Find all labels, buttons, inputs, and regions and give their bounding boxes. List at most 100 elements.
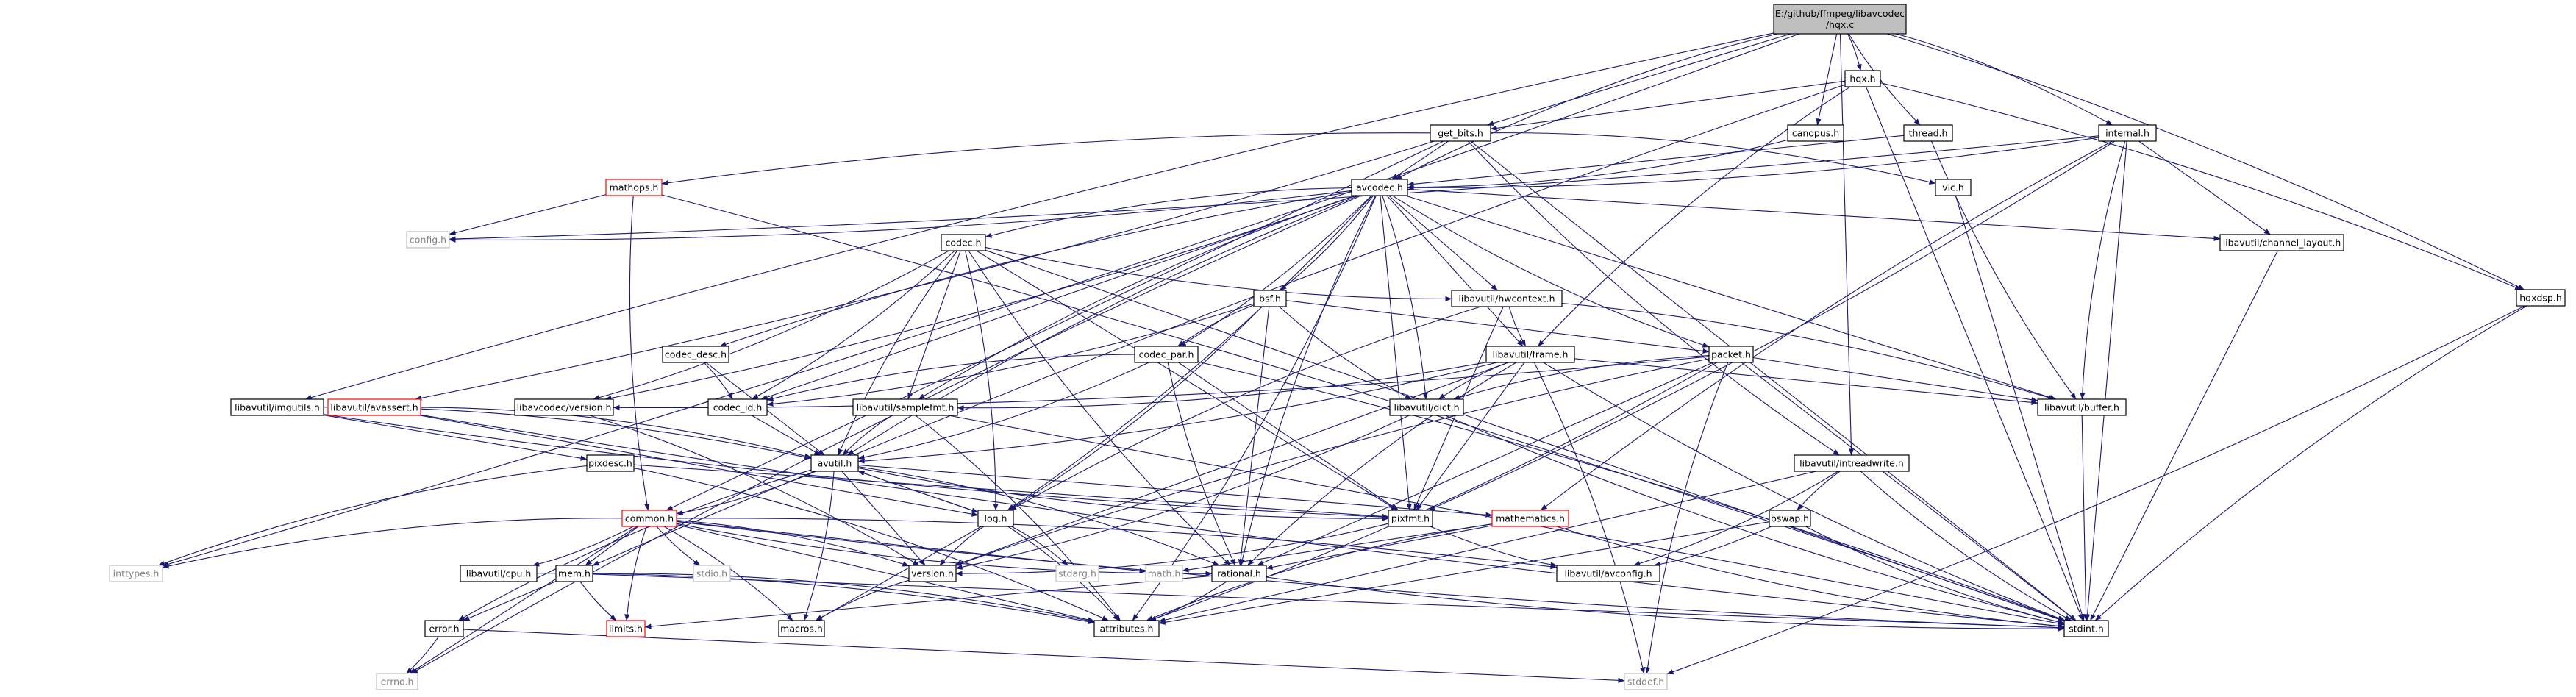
node-mathops-h[interactable]: mathops.h bbox=[605, 179, 663, 196]
node-avutil-h[interactable]: avutil.h bbox=[810, 454, 859, 472]
node-mem-h[interactable]: mem.h bbox=[555, 565, 593, 582]
node-hqx-h[interactable]: hqx.h bbox=[1844, 70, 1881, 87]
node-codec-par-h[interactable]: codec_par.h bbox=[1134, 346, 1199, 363]
include-edge bbox=[976, 250, 1398, 511]
node-samplefmt-h[interactable]: libavutil/samplefmt.h bbox=[852, 398, 958, 416]
node-get-bits-h[interactable]: get_bits.h bbox=[1430, 124, 1491, 142]
include-edge bbox=[907, 250, 961, 400]
node-codec-id-h[interactable]: codec_id.h bbox=[707, 398, 768, 416]
node-buffer-h[interactable]: libavutil/buffer.h bbox=[2037, 398, 2127, 416]
node-label: internal.h bbox=[2105, 128, 2149, 139]
node-label: errno.h bbox=[381, 676, 414, 687]
node-lavc-version-h[interactable]: libavcodec/version.h bbox=[514, 398, 614, 416]
include-edge bbox=[2081, 415, 2089, 621]
node-error-h[interactable]: error.h bbox=[424, 620, 464, 637]
node-limits-h[interactable]: limits.h bbox=[606, 620, 646, 637]
node-vlc-h[interactable]: vlc.h bbox=[1935, 179, 1972, 196]
node-root[interactable]: E:/github/ffmpeg/libavcodec/hqx.c bbox=[1773, 4, 1907, 35]
node-box bbox=[1773, 4, 1907, 35]
node-codec-desc-h[interactable]: codec_desc.h bbox=[662, 346, 729, 363]
include-edge bbox=[1445, 415, 2065, 625]
node-box bbox=[1253, 290, 1287, 307]
node-label: error.h bbox=[429, 623, 459, 635]
node-mathematics-h[interactable]: mathematics.h bbox=[1491, 510, 1569, 527]
include-edge bbox=[592, 573, 2065, 631]
node-hwcontext-h[interactable]: libavutil/hwcontext.h bbox=[1451, 290, 1563, 307]
node-internal-h[interactable]: internal.h bbox=[2098, 124, 2157, 142]
include-edge bbox=[1391, 140, 1449, 180]
node-thread-h[interactable]: thread.h bbox=[1903, 124, 1953, 142]
include-edge bbox=[1487, 33, 1791, 126]
node-label: get_bits.h bbox=[1438, 128, 1483, 139]
node-bswap-h[interactable]: bswap.h bbox=[1769, 510, 1811, 527]
node-label: libavutil/hwcontext.h bbox=[1458, 293, 1555, 304]
node-dict-h[interactable]: libavutil/dict.h bbox=[1389, 398, 1464, 416]
node-box bbox=[109, 565, 163, 582]
include-edge bbox=[415, 140, 1435, 401]
node-packet-h[interactable]: packet.h bbox=[1708, 346, 1754, 363]
include-edge bbox=[323, 415, 588, 461]
node-macros-h[interactable]: macros.h bbox=[778, 620, 825, 637]
node-label: codec_par.h bbox=[1139, 349, 1194, 360]
node-box bbox=[1935, 179, 1972, 196]
node-label: log.h bbox=[985, 513, 1007, 524]
node-box bbox=[555, 565, 593, 582]
node-box bbox=[662, 346, 729, 363]
node-label: codec_id.h bbox=[713, 402, 763, 413]
node-box bbox=[1485, 346, 1575, 363]
include-edge bbox=[589, 415, 920, 566]
node-box bbox=[2219, 234, 2344, 251]
node-stdint-h[interactable]: stdint.h bbox=[2063, 620, 2109, 637]
include-edge bbox=[915, 415, 1121, 621]
node-label: libavcodec/version.h bbox=[517, 402, 612, 413]
include-edge bbox=[579, 581, 617, 621]
include-edge bbox=[1880, 82, 2522, 290]
include-edge bbox=[1197, 361, 2065, 621]
node-avcodec-h[interactable]: avcodec.h bbox=[1351, 179, 1408, 196]
include-edge bbox=[1177, 304, 1255, 347]
include-edge bbox=[1860, 471, 2072, 621]
node-pixfmt-h[interactable]: pixfmt.h bbox=[1388, 510, 1433, 527]
include-edge bbox=[1533, 362, 1646, 674]
node-log-h[interactable]: log.h bbox=[977, 510, 1014, 527]
node-label: pixfmt.h bbox=[1391, 513, 1430, 524]
edge-layer bbox=[157, 32, 2527, 683]
node-intreadwrite-h[interactable]: libavutil/intreadwrite.h bbox=[1794, 454, 1910, 472]
include-edge bbox=[2138, 140, 2271, 235]
node-chlayout-h[interactable]: libavutil/channel_layout.h bbox=[2219, 234, 2344, 251]
include-edge bbox=[1392, 195, 1710, 348]
node-imgutils-h[interactable]: libavutil/imgutils.h bbox=[230, 398, 324, 416]
node-pixdesc-h[interactable]: pixdesc.h bbox=[586, 454, 635, 472]
include-edge bbox=[985, 246, 1452, 302]
node-rational-h[interactable]: rational.h bbox=[1211, 565, 1267, 582]
include-edge bbox=[1540, 140, 2113, 511]
node-cpu-h[interactable]: libavutil/cpu.h bbox=[460, 565, 538, 582]
include-edge bbox=[1847, 33, 1862, 71]
node-label: bsf.h bbox=[1259, 293, 1281, 304]
include-edge bbox=[766, 303, 1255, 407]
include-edge bbox=[985, 187, 1352, 238]
include-edge bbox=[1797, 471, 1841, 511]
node-box bbox=[2063, 620, 2109, 637]
node-codec-h[interactable]: codec.h bbox=[941, 234, 986, 251]
node-hqxdsp-h[interactable]: hqxdsp.h bbox=[2516, 289, 2566, 307]
include-edge bbox=[449, 194, 607, 235]
include-edge bbox=[751, 415, 821, 456]
node-label: avcodec.h bbox=[1356, 182, 1403, 193]
node-avassert-h[interactable]: libavutil/avassert.h bbox=[327, 398, 421, 416]
include-edge bbox=[1407, 137, 2099, 190]
include-edge bbox=[1930, 140, 2077, 400]
node-frame-h[interactable]: libavutil/frame.h bbox=[1485, 346, 1575, 363]
include-edge bbox=[162, 33, 1799, 567]
node-label: mathematics.h bbox=[1496, 513, 1565, 524]
node-version-h[interactable]: version.h bbox=[908, 565, 957, 582]
node-label: E:/github/ffmpeg/libavcodec bbox=[1775, 8, 1905, 19]
include-edge bbox=[1158, 471, 1816, 623]
node-bsf-h[interactable]: bsf.h bbox=[1253, 290, 1287, 307]
node-box bbox=[621, 510, 677, 527]
node-attributes-h[interactable]: attributes.h bbox=[1093, 620, 1160, 637]
include-edge bbox=[1633, 471, 1839, 566]
node-avconfig-h[interactable]: libavutil/avconfig.h bbox=[1556, 565, 1660, 582]
node-canopus-h[interactable]: canopus.h bbox=[1787, 124, 1844, 142]
node-common-h[interactable]: common.h bbox=[621, 510, 677, 527]
